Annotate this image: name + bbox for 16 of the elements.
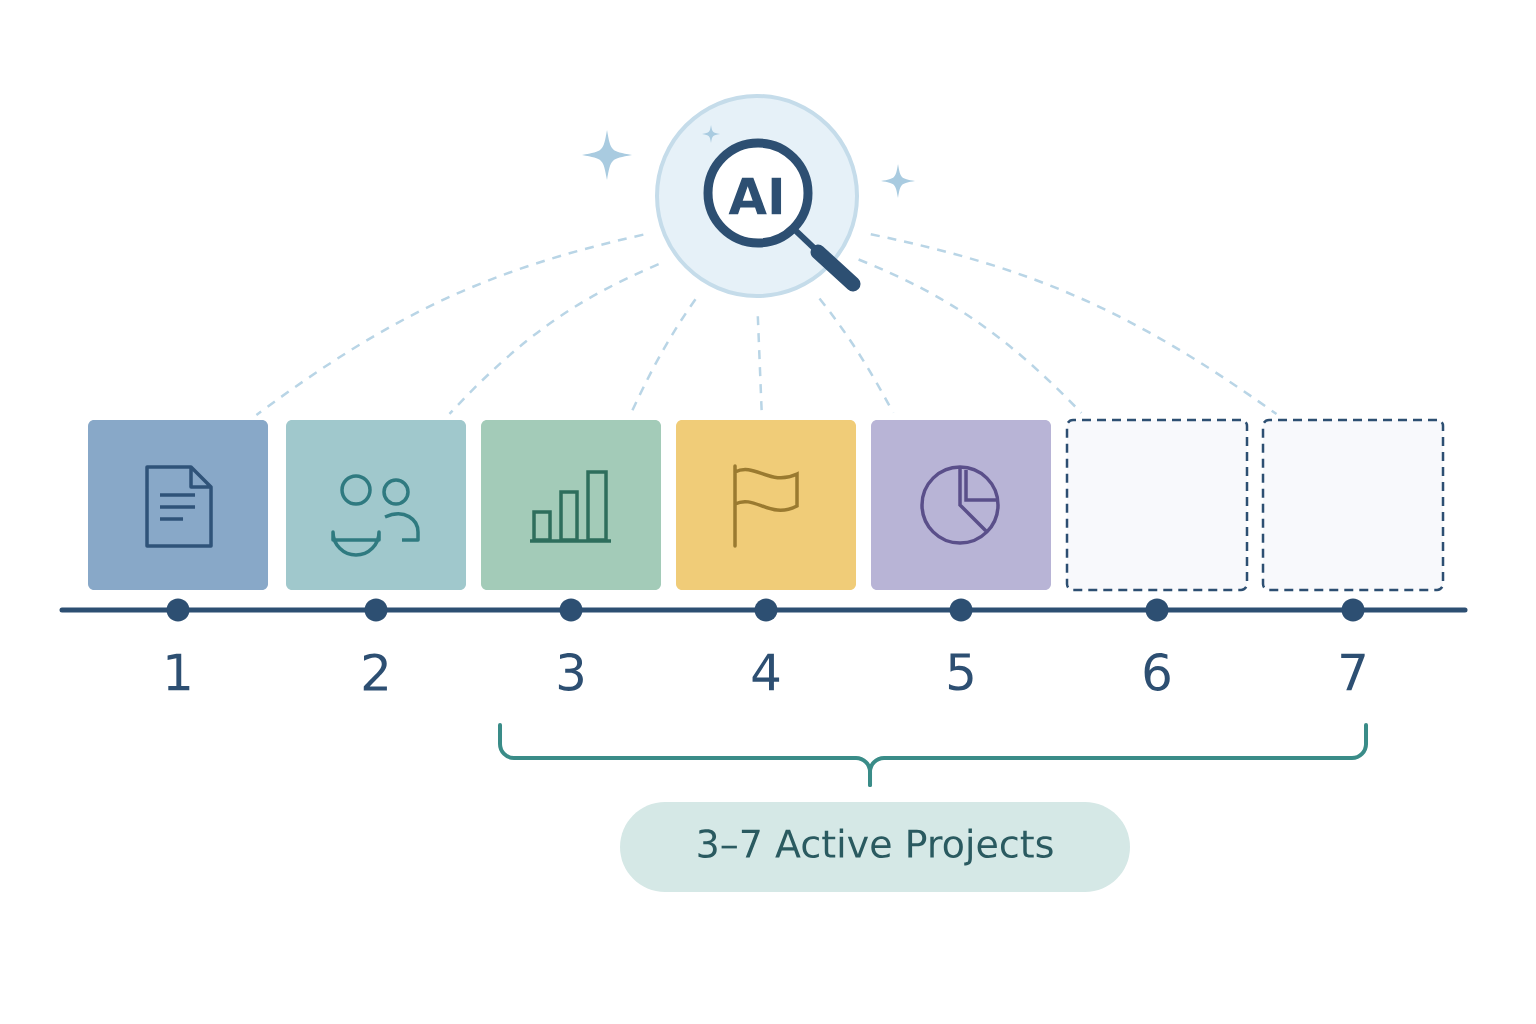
- project-box: [481, 420, 661, 590]
- step-number: 1: [167, 653, 190, 691]
- project-box: [676, 420, 856, 590]
- step-number: 4: [752, 653, 780, 691]
- step-number: 7: [1341, 653, 1365, 691]
- step-number: 2: [363, 653, 387, 691]
- step-number: 5: [948, 653, 973, 691]
- placeholder-box: [1261, 418, 1445, 592]
- step-number: 6: [1144, 653, 1170, 691]
- project-box: [286, 420, 466, 590]
- magnifier-node: AI: [655, 94, 861, 298]
- placeholder-box: [1065, 418, 1249, 592]
- project-box: [871, 420, 1051, 590]
- step-number: 3: [558, 653, 583, 691]
- summary-pill: 3–7 Active Projects: [620, 802, 1130, 892]
- project-box: [88, 420, 268, 590]
